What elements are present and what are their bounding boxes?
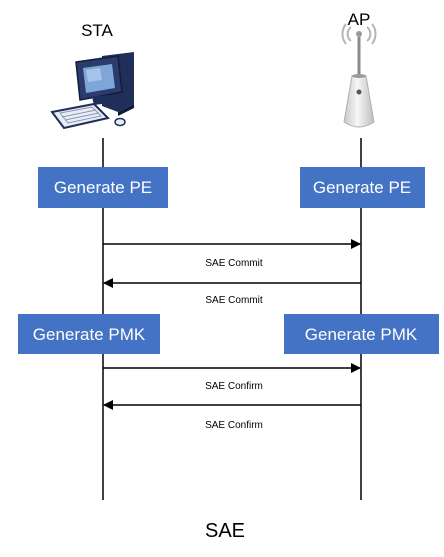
ap-generate-pe-label: Generate PE [313, 178, 411, 197]
ap-generate-pe-box: Generate PE [300, 167, 425, 208]
commit-label-2: SAE Commit [205, 295, 262, 306]
sta-label: STA [81, 21, 113, 40]
ap-label: AP [348, 10, 371, 29]
ap-generate-pmk-box: Generate PMK [284, 314, 439, 354]
ap-generate-pmk-label: Generate PMK [305, 325, 418, 344]
commit-label-1: SAE Commit [205, 258, 262, 269]
sta-generate-pe-label: Generate PE [54, 178, 152, 197]
confirm-label-1: SAE Confirm [205, 381, 263, 392]
access-point-icon [341, 23, 377, 128]
confirm-label-2: SAE Confirm [205, 420, 263, 431]
desktop-computer-icon [50, 52, 134, 130]
diagram-caption: SAE [205, 520, 245, 542]
sta-generate-pe-box: Generate PE [38, 167, 168, 208]
sta-generate-pmk-box: Generate PMK [18, 314, 160, 354]
sta-generate-pmk-label: Generate PMK [33, 325, 146, 344]
